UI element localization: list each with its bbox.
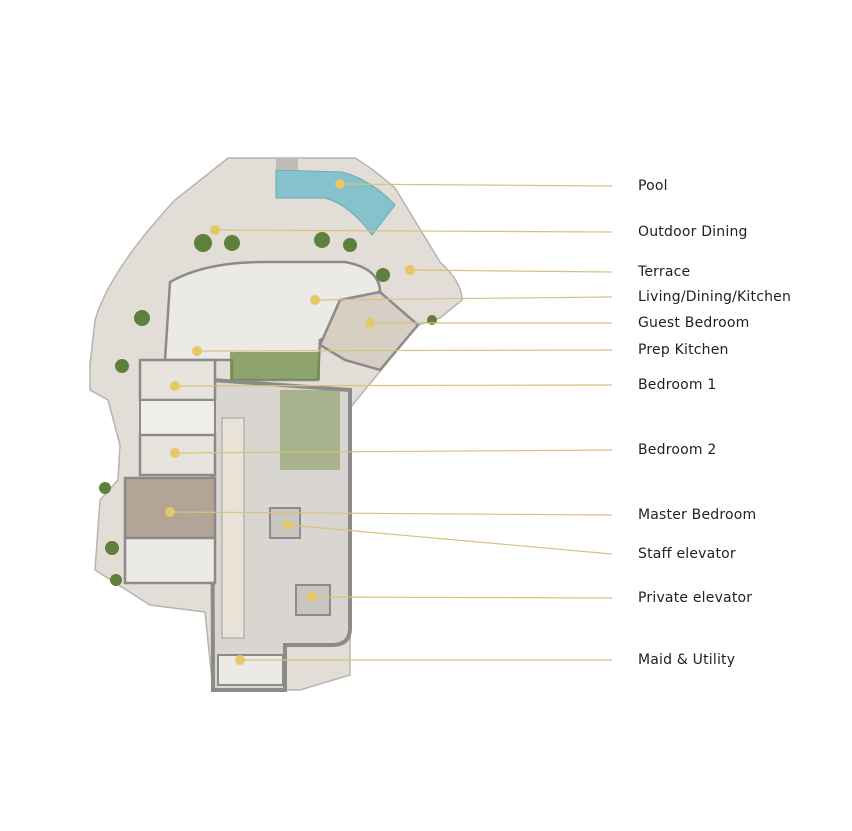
tree-icons [99, 232, 437, 586]
marker-terrace [405, 265, 415, 275]
label-staff-elevator: Staff elevator [638, 546, 736, 562]
label-bedroom-2: Bedroom 2 [638, 442, 717, 458]
master-bath-area [123, 536, 217, 585]
bathroom-block [139, 399, 216, 436]
marker-staff-elevator [283, 520, 293, 530]
label-living-dining-kitchen: Living/Dining/Kitchen [638, 289, 792, 305]
bedroom-1-area [138, 358, 217, 402]
label-pool: Pool [638, 178, 668, 194]
pool [275, 169, 396, 236]
marker-maid-utility [235, 655, 245, 665]
label-prep-kitchen: Prep Kitchen [638, 342, 729, 358]
marker-bedroom-1 [170, 381, 180, 391]
leader-line-bedroom-1 [174, 384, 613, 387]
planting-strip [230, 352, 320, 380]
leader-line-bedroom-2 [174, 449, 613, 454]
leader-line-staff-elevator [287, 524, 613, 555]
label-master-bedroom: Master Bedroom [638, 507, 757, 523]
planting-grid [280, 390, 340, 470]
leader-line-living-dining-kitchen [314, 296, 613, 301]
leader-line-terrace [409, 269, 613, 273]
marker-prep-kitchen [192, 346, 202, 356]
marker-living-dining-kitchen [310, 295, 320, 305]
label-terrace: Terrace [638, 264, 691, 280]
leader-line-private-elevator [311, 596, 613, 599]
label-private-elevator: Private elevator [638, 590, 753, 606]
marker-private-elevator [307, 592, 317, 602]
leader-line-prep-kitchen [196, 349, 613, 352]
leader-line-outdoor-dining [214, 229, 613, 233]
marker-pool [335, 179, 345, 189]
marker-bedroom-2 [170, 448, 180, 458]
label-bedroom-1: Bedroom 1 [638, 377, 717, 393]
leader-line-master-bedroom [169, 511, 613, 516]
label-maid-utility: Maid & Utility [638, 652, 736, 668]
marker-outdoor-dining [210, 225, 220, 235]
pool-steps [276, 158, 298, 170]
label-guest-bedroom: Guest Bedroom [638, 315, 750, 331]
leader-line-pool [339, 183, 613, 187]
marker-guest-bedroom [365, 318, 375, 328]
label-outdoor-dining: Outdoor Dining [638, 224, 748, 240]
corridor [221, 417, 245, 639]
marker-master-bedroom [165, 507, 175, 517]
